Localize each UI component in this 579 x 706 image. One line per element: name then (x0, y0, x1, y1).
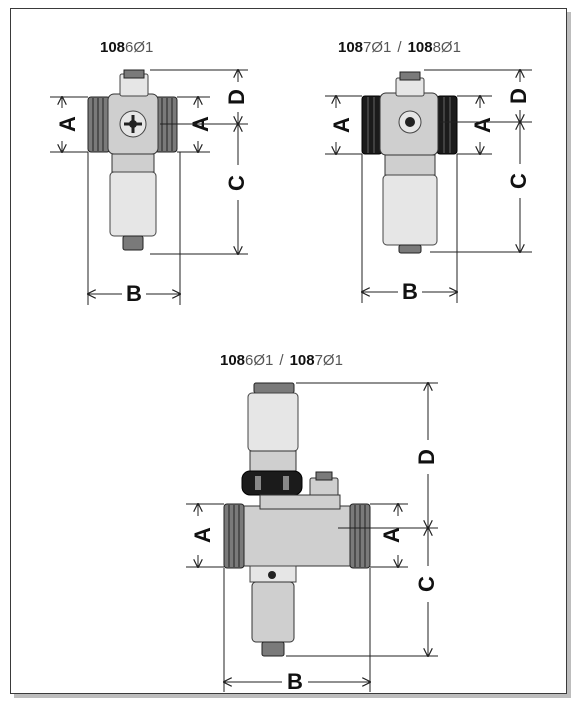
figure2-cartridge (382, 174, 438, 246)
figure2-dim-a-left: A (329, 117, 354, 133)
figure3-code-a-light: 6Ø1 (245, 352, 273, 369)
figure1-bottom-cap (122, 235, 144, 251)
frame-shadow-right (567, 12, 571, 698)
figure3-bottom-cartridge (251, 581, 295, 643)
figure2-lower-nut (384, 154, 436, 176)
figure3-sep: / (279, 352, 284, 369)
figure1-code: 1086Ø1 (100, 39, 153, 56)
figure3-bottom-cap (261, 641, 285, 657)
figure3-dim-c: C (414, 576, 439, 592)
figure2-left-thread (361, 95, 383, 155)
figure1-dim-d: D (224, 89, 249, 105)
figure2-top-nut (395, 77, 425, 97)
figure3-dim-a-right: A (379, 527, 404, 543)
figure3-valve-body (223, 382, 371, 657)
figure1-cartridge (109, 171, 157, 237)
figure-108611-108711: 1086Ø1/1087Ø1 (186, 352, 439, 694)
figure2-right-thread (436, 95, 458, 155)
figure2-code: 1087Ø1/1088Ø1 (338, 39, 461, 56)
figure1-dim-b: B (126, 281, 142, 306)
figure3-black-ring (241, 470, 303, 496)
figure1-dim-a-left: A (55, 116, 80, 132)
figure1-lower-nut (111, 153, 155, 173)
figure3-dim-b: B (287, 669, 303, 694)
figure2-dim-a-right: A (470, 117, 495, 133)
figure-108601: 1086Ø1 A (50, 39, 249, 306)
figure-108701-108801: 1087Ø1/1088Ø1 A A (325, 39, 532, 304)
figure3-code-a-bold: 108 (220, 352, 245, 369)
frame-shadow-bottom (14, 694, 571, 698)
figure2-bottom-cap (398, 244, 422, 254)
figure1-valve-body (87, 69, 178, 251)
figure2-dim-c: C (506, 173, 531, 189)
figure2-code-a-light: 7Ø1 (363, 39, 391, 56)
figure2-code-b-light: 8Ø1 (433, 39, 461, 56)
figure3-code-b-light: 7Ø1 (315, 352, 343, 369)
figure1-code-light: 6Ø1 (125, 39, 153, 56)
figure2-code-a-bold: 108 (338, 39, 363, 56)
figure1-code-bold: 108 (100, 39, 125, 56)
figure1-dim-c: C (224, 175, 249, 191)
figure3-dim-a-left: A (190, 527, 215, 543)
figure3-code-b-bold: 108 (290, 352, 315, 369)
figure3-center-body (239, 505, 356, 567)
figure3-top-cap (253, 382, 295, 394)
figure2-code-b-bold: 108 (408, 39, 433, 56)
figure3-dim-d: D (414, 449, 439, 465)
figure2-dim-b: B (402, 279, 418, 304)
figure1-left-thread (87, 96, 111, 153)
figure2-sep: / (397, 39, 402, 56)
figure3-top-cartridge (247, 392, 299, 452)
figure2-valve-body (361, 71, 458, 254)
figure2-dim-d: D (506, 88, 531, 104)
figure3-code: 1086Ø1/1087Ø1 (220, 352, 343, 369)
